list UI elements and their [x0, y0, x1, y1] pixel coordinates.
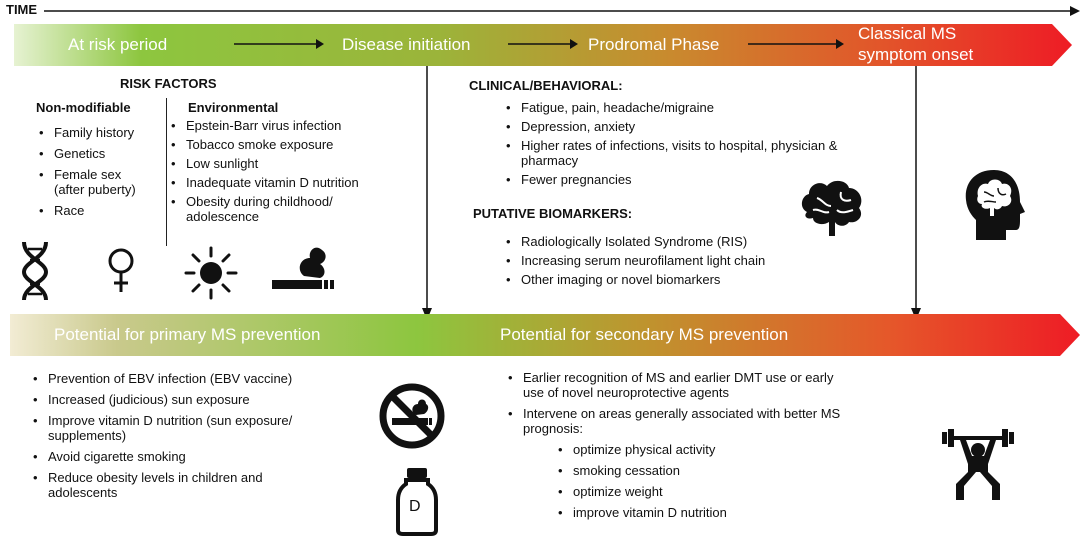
time-label: TIME — [6, 2, 38, 17]
list-item: Inadequate vitamin D nutrition — [170, 175, 400, 190]
list-item: Earlier recognition of MS and earlier DM… — [507, 370, 853, 400]
list-item: Fewer pregnancies — [505, 172, 890, 187]
secondary-prevention-label: Potential for secondary MS prevention — [500, 325, 789, 344]
time-arrow — [44, 4, 1080, 22]
phase-at-risk: At risk period — [68, 35, 168, 54]
female-symbol-icon — [106, 248, 136, 294]
sun-icon — [184, 246, 238, 300]
nonmodifiable-title: Non-modifiable — [36, 100, 131, 115]
list-item: Race — [38, 203, 158, 218]
list-item: Radiologically Isolated Syndrome (RIS) — [505, 234, 825, 249]
vitamin-d-label: D — [409, 498, 421, 515]
list-item: Depression, anxiety — [505, 119, 890, 134]
list-item: Family history — [38, 125, 158, 140]
list-item: optimize physical activity — [557, 442, 817, 457]
list-item: Epstein-Barr virus infection — [170, 118, 400, 133]
list-item: Avoid cigarette smoking — [32, 449, 332, 464]
list-item: Prevention of EBV infection (EBV vaccine… — [32, 371, 332, 386]
no-smoking-icon — [378, 382, 446, 450]
vitamin-d-bottle-icon: D — [394, 466, 440, 536]
environmental-list: Epstein-Barr virus infection Tobacco smo… — [170, 118, 400, 228]
environmental-title: Environmental — [188, 100, 279, 115]
list-item: Genetics — [38, 146, 158, 161]
phase-disease-initiation: Disease initiation — [342, 35, 471, 54]
head-brain-icon — [962, 168, 1026, 242]
timeline-band-bottom: Potential for primary MS prevention Pote… — [10, 314, 1080, 356]
phase-arrow-3 — [748, 38, 844, 50]
brain-icon — [797, 178, 867, 238]
list-item: optimize weight — [557, 484, 817, 499]
phase-arrow-1 — [234, 38, 324, 50]
phase-classical-onset-line2: symptom onset — [858, 45, 974, 64]
list-item: Increasing serum neurofilament light cha… — [505, 253, 825, 268]
list-item: Improve vitamin D nutrition (sun exposur… — [32, 413, 318, 443]
timeline-band-top: At risk period Disease initiation Prodro… — [14, 24, 1072, 66]
cigarette-smoke-icon — [270, 240, 336, 292]
list-item: Fatigue, pain, headache/migraine — [505, 100, 890, 115]
clinical-list: Fatigue, pain, headache/migraine Depress… — [505, 100, 890, 191]
list-item: Higher rates of infections, visits to ho… — [505, 138, 889, 168]
onset-arrow-down — [910, 66, 922, 320]
nonmodifiable-list: Family history Genetics Female sex (afte… — [38, 125, 158, 224]
weightlifter-icon — [940, 428, 1016, 502]
primary-prevention-label: Potential for primary MS prevention — [54, 325, 321, 344]
list-item: Reduce obesity levels in children and ad… — [32, 470, 298, 500]
dna-icon — [20, 240, 50, 302]
secondary-subitems-list: optimize physical activity smoking cessa… — [557, 442, 817, 526]
list-item: Low sunlight — [170, 156, 400, 171]
secondary-prevention-list: Earlier recognition of MS and earlier DM… — [507, 370, 867, 442]
phase-arrow-2 — [508, 38, 578, 50]
primary-prevention-list: Prevention of EBV infection (EBV vaccine… — [32, 371, 332, 506]
risk-divider — [166, 98, 167, 246]
risk-factors-title: RISK FACTORS — [120, 76, 217, 91]
list-item: Female sex (after puberty) — [38, 167, 146, 197]
list-item: Other imaging or novel biomarkers — [505, 272, 825, 287]
phase-classical-onset-line1: Classical MS — [858, 24, 957, 43]
list-item: improve vitamin D nutrition — [557, 505, 817, 520]
biomarkers-list: Radiologically Isolated Syndrome (RIS) I… — [505, 234, 825, 291]
biomarkers-title: PUTATIVE BIOMARKERS: — [473, 206, 633, 221]
list-item: smoking cessation — [557, 463, 817, 478]
list-item: Intervene on areas generally associated … — [507, 406, 868, 436]
list-item: Increased (judicious) sun exposure — [32, 392, 332, 407]
clinical-title: CLINICAL/BEHAVIORAL: — [469, 78, 623, 93]
list-item: Tobacco smoke exposure — [170, 137, 400, 152]
initiation-arrow-down — [421, 66, 433, 320]
list-item: Obesity during childhood/ adolescence — [170, 194, 366, 224]
phase-prodromal: Prodromal Phase — [588, 35, 720, 54]
